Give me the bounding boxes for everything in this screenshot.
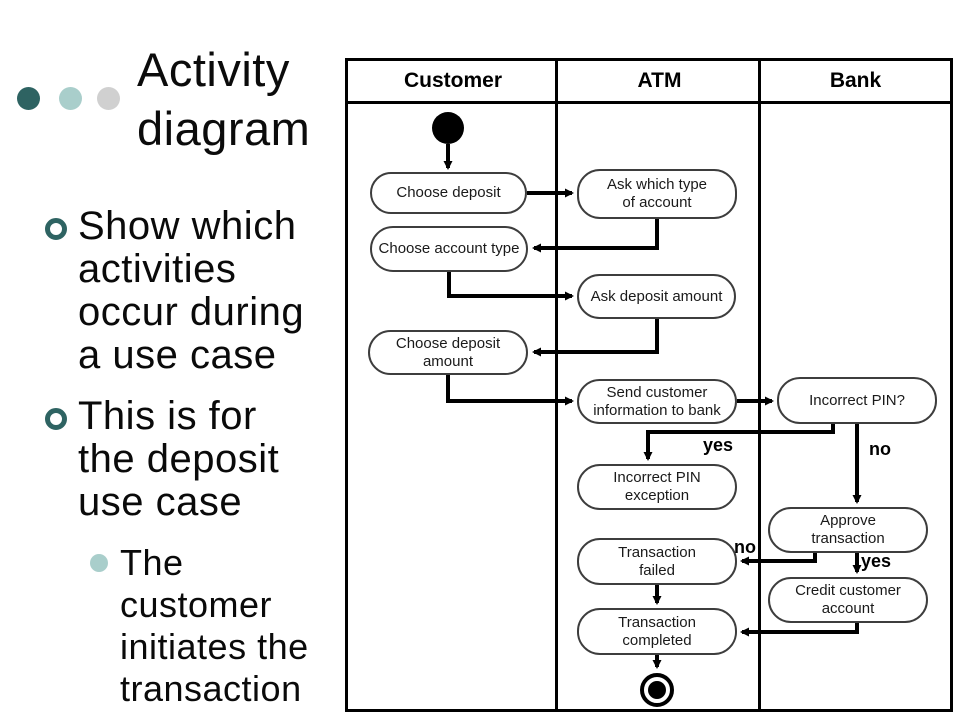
- node-choose-account-type: Choose account type: [370, 226, 528, 272]
- edge-ask-type-to-choose-account-type: [532, 218, 659, 253]
- node-send-customer-info: Send customer information to bank: [577, 379, 737, 424]
- edge-label-approve-yes: yes: [861, 551, 892, 571]
- end-node-icon: [640, 673, 674, 707]
- edge-incorrect-pin-yes-to-exception: [643, 424, 835, 461]
- flow-edges: [443, 144, 862, 669]
- slide-title: Activity diagram: [137, 43, 311, 155]
- bullet-list: Show which activities occur during a use…: [36, 205, 336, 710]
- sub-bullet-text: The customer initiates the transaction: [120, 542, 309, 709]
- activity-diagram: Customer ATM Bank: [345, 58, 953, 712]
- decor-dot-gray: [97, 87, 120, 110]
- edge-choose-deposit-amount-to-send-info: [446, 375, 574, 406]
- edge-ask-deposit-amount-to-choose-deposit-amount: [532, 319, 659, 357]
- bullet-text: Show which activities occur during a use…: [78, 204, 305, 377]
- edge-choose-account-type-to-ask-deposit-amount: [447, 272, 574, 301]
- node-approve-transaction: Approve transaction: [768, 507, 928, 553]
- lane-header-row: Customer ATM Bank: [348, 61, 950, 104]
- edge-credit-to-completed: [740, 623, 859, 637]
- edge-label-incorrect-pin-yes: yes: [703, 435, 734, 455]
- bullet-ring-icon: [45, 218, 67, 240]
- decor-dot-dark-teal: [17, 87, 40, 110]
- lane-divider-customer-atm: [555, 61, 558, 709]
- sub-bullet-item: The customer initiates the transaction: [90, 542, 336, 710]
- node-transaction-completed: Transaction completed: [577, 608, 737, 655]
- edge-label-incorrect-pin-no: no: [869, 439, 891, 459]
- decor-dot-light-teal: [59, 87, 82, 110]
- lane-title-customer: Customer: [403, 69, 503, 92]
- node-transaction-failed: Transaction failed: [577, 538, 737, 585]
- sub-bullet-dot-icon: [90, 554, 108, 572]
- edge-label-approve-no: no: [734, 537, 756, 557]
- bullet-ring-icon: [45, 408, 67, 430]
- bullet-marker-column: [36, 205, 78, 377]
- node-choose-deposit: Choose deposit: [370, 172, 527, 214]
- activity-diagram-canvas: Customer ATM Bank: [348, 61, 950, 709]
- bullet-item: Show which activities occur during a use…: [36, 205, 336, 377]
- lane-divider-atm-bank: [758, 61, 761, 709]
- node-credit-customer-account: Credit customer account: [768, 577, 928, 623]
- start-node-icon: [432, 112, 464, 144]
- lane-title-atm: ATM: [637, 69, 682, 92]
- bullet-text: This is for the deposit use case: [78, 394, 280, 524]
- bullet-marker-column: [90, 542, 120, 710]
- end-node-core-icon: [648, 681, 666, 699]
- bullet-marker-column: [36, 395, 78, 524]
- node-ask-deposit-amount: Ask deposit amount: [577, 274, 736, 319]
- lane-title-bank: Bank: [829, 69, 882, 92]
- bullet-item: This is for the deposit use case: [36, 395, 336, 524]
- node-incorrect-pin-exception: Incorrect PIN exception: [577, 464, 737, 510]
- node-choose-deposit-amount: Choose deposit amount: [368, 330, 528, 375]
- node-ask-which-type: Ask which type of account: [577, 169, 737, 219]
- node-incorrect-pin: Incorrect PIN?: [777, 377, 937, 424]
- edge-approve-no-to-failed: [740, 553, 817, 566]
